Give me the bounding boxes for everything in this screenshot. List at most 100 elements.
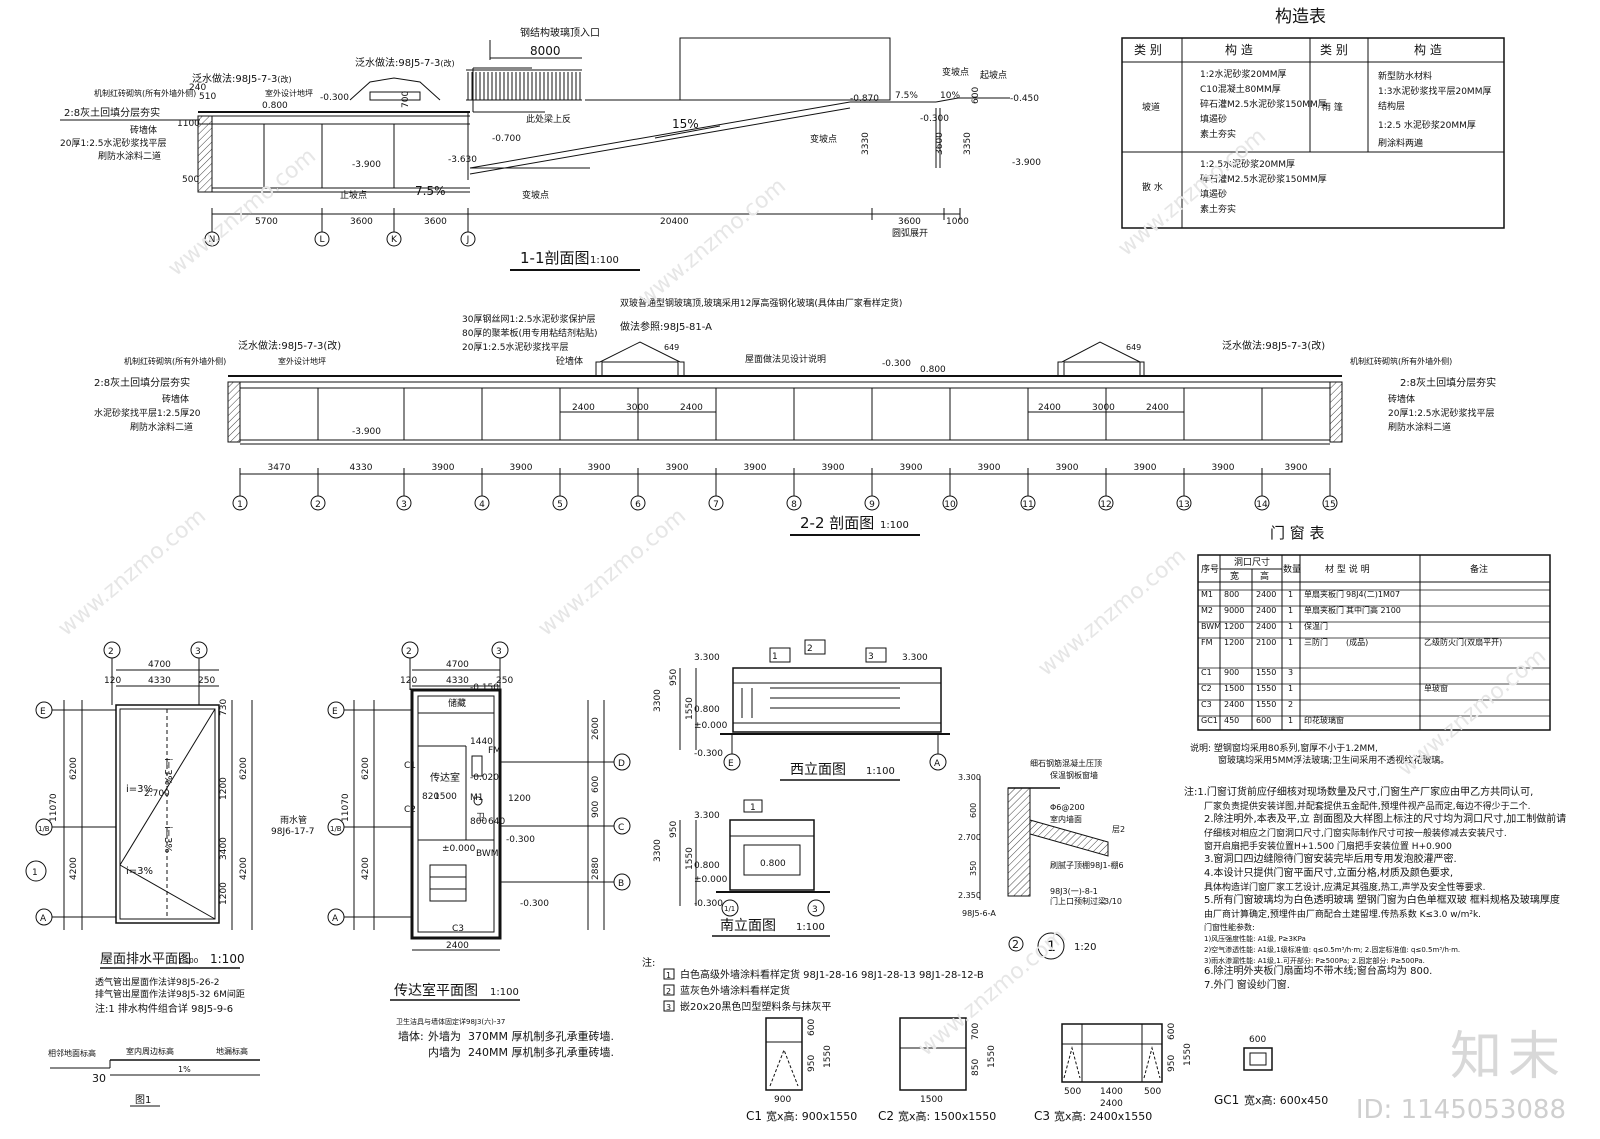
se-e0: 3.300 <box>694 811 720 821</box>
table-cell: C2 <box>1201 684 1212 693</box>
rp-r-3400: 3400 <box>219 837 229 860</box>
west-elevation: E A 1 2 3 3.300 0.800 ±0.000 -0.300 3.30… <box>653 639 950 781</box>
section-1-1-title: 1-1剖面图 <box>520 249 590 267</box>
dt-h3: 材 型 说 明 <box>1325 563 1370 575</box>
table-cell: 单玻窗 <box>1424 683 1448 693</box>
en-k3: 3 <box>666 1003 671 1012</box>
axis-bubble <box>1254 495 1270 511</box>
we-e3: -0.300 <box>694 749 723 759</box>
slope-15: 15% <box>672 117 699 131</box>
rp-note2: 注:1 排水构件组合详 98J5-9-6 <box>95 1002 233 1015</box>
sub-2400a: 2400 <box>572 403 595 413</box>
elev-m0.700: -0.700 <box>492 134 521 144</box>
sub-2400b: 2400 <box>680 403 703 413</box>
dim-label: 3900 <box>1212 463 1235 473</box>
d1-l5: 刷腻子顶棚98J1-棚6 <box>1050 860 1124 870</box>
table-cell: 2 <box>1288 700 1293 709</box>
gp-door-M1: M1 <box>470 793 484 803</box>
axis-bubble <box>310 495 326 511</box>
elev-m0.450: -0.450 <box>1010 94 1039 104</box>
st-r1-i2: 碎石灌M2.5水泥砂浆150MM厚 <box>1200 98 1327 110</box>
axis-label: 15 <box>1324 500 1335 510</box>
table-cell: 98J4(二)1M07 <box>1346 590 1400 599</box>
table-cell: 1550 <box>1256 700 1276 709</box>
f1-l3: 地漏标高 <box>216 1046 248 1056</box>
dt-h0: 序号 <box>1201 563 1219 575</box>
stop-point: 止坡点 <box>340 189 367 201</box>
arc-note: 圆弧展开 <box>892 227 928 239</box>
c3-cap: 宽x高: 2400x1550 <box>1054 1109 1152 1123</box>
table-cell: M1 <box>1201 590 1213 599</box>
note-line: 仔细核对相应之门窗洞口尺寸,门窗实际制作尺寸可按一般装修减去安装尺寸. <box>1204 827 1507 839</box>
axis-label: 5 <box>557 500 563 510</box>
c1-name: C1 <box>746 1109 762 1123</box>
st-r1-type2: 雨 篷 <box>1322 101 1343 113</box>
brick: 砖墙体 <box>130 124 157 136</box>
gp-room3: 储藏 <box>448 697 466 709</box>
guard-plan: 2 3 E 1/B A D C B 4700 4330 120 250 传达室 … <box>327 641 631 1059</box>
vdim-240: 240 <box>189 83 206 93</box>
d1-scale: 1:20 <box>1074 942 1096 953</box>
f1-l2: 室内周边标高 <box>126 1046 174 1056</box>
rp-d-11070: 11070 <box>49 793 59 822</box>
table-cell: 1500 <box>1224 684 1244 693</box>
rp-axis-A: A <box>40 914 47 924</box>
axis-label: 6 <box>635 500 641 510</box>
dim-label: 3900 <box>744 463 767 473</box>
gc1-name: GC1 <box>1214 1093 1239 1107</box>
structure-table-title: 构造表 <box>1275 7 1326 27</box>
slope-point-a: 变坡点 <box>942 66 969 78</box>
gp-axis-2: 2 <box>406 647 412 657</box>
en-n1: 白色高级外墙涂料看样定货 98J1-28-16 98J1-28-13 98J1-… <box>680 968 984 981</box>
axis-N: N <box>209 235 216 245</box>
rp-top-4330: 4330 <box>148 676 171 686</box>
rp-slope2: i=3% <box>126 866 153 877</box>
se-e1: 0.800 <box>694 861 720 871</box>
c2-h1: 700 <box>971 1023 981 1040</box>
d1-d350: 350 <box>969 861 978 876</box>
table-cell: M2 <box>1201 606 1213 615</box>
c2-name: C2 <box>878 1109 894 1123</box>
se-d1550: 1550 <box>685 847 695 870</box>
brand-id: ID: 1145053088 <box>1355 1095 1566 1125</box>
en-k2: 2 <box>666 987 671 996</box>
d1-l3: 室内墙面 <box>1050 814 1082 824</box>
axis-L: L <box>319 235 324 245</box>
gp-room2: 卫 <box>476 813 485 823</box>
rp-r-1200a: 1200 <box>219 777 229 800</box>
note-line: 7.外门 窗设纱门窗. <box>1204 978 1290 991</box>
rp-note0: 透气管出屋面作法详98J5-26-2 <box>95 976 220 988</box>
se-scale: 1:100 <box>796 922 825 933</box>
brick-r: 砖墙体 <box>1388 393 1415 405</box>
gp-din-1500: 1500 <box>434 792 457 802</box>
gp-win-C3: C3 <box>452 924 464 934</box>
rp-gutter: 雨水管 <box>280 814 307 826</box>
d1-d600: 600 <box>969 803 978 818</box>
elev22-0.800: 0.800 <box>920 365 946 375</box>
elev-m3.630: -3.630 <box>448 155 477 165</box>
entrance-label: 钢结构玻璃顶入口 <box>520 26 600 39</box>
table-cell: 800 <box>1224 590 1239 599</box>
c3-name: C3 <box>1034 1109 1050 1123</box>
table-cell: 1 <box>1288 638 1293 647</box>
note-line: 门窗性能参数: <box>1204 922 1255 932</box>
gp-win-C2: C2 <box>404 805 416 815</box>
dt-h4: 备注 <box>1470 563 1488 575</box>
se-title: 南立面图 <box>720 918 776 934</box>
c2-h2: 850 <box>971 1059 981 1076</box>
brick-l: 砖墙体 <box>162 393 189 405</box>
layer-note-3: 20厚1:2.5水泥砂浆找平层 <box>462 341 569 353</box>
gp-room-elev: ±0.000 <box>442 844 476 854</box>
axis-bubble <box>1098 495 1114 511</box>
axis-bubble <box>396 495 412 511</box>
note-line: 窗开启扇把手安装位置H+1.500 门扇把手安装位置 H+0.900 <box>1204 840 1452 852</box>
se-e2: ±0.000 <box>694 875 728 885</box>
rp-axis-3: 3 <box>195 647 201 657</box>
rp-gutter-ref: 98J6-17-7 <box>271 827 315 837</box>
se-d3300: 3300 <box>653 839 663 862</box>
gp-axis-B: B <box>618 879 624 889</box>
vdim-600: 600 <box>971 87 981 104</box>
table-cell: 1550 <box>1256 668 1276 677</box>
table-cell: 其中门高 2100 <box>1346 605 1401 615</box>
sub-3000a: 3000 <box>626 403 649 413</box>
